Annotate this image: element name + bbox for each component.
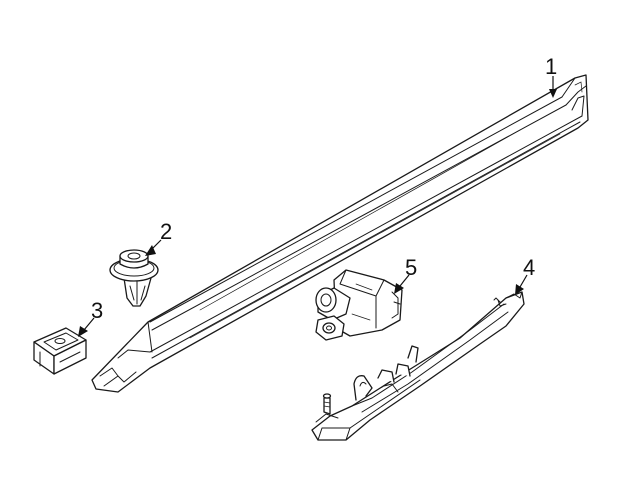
bracket-assembly-icon xyxy=(315,269,403,341)
push-pin-clip-icon xyxy=(109,249,159,307)
callout-3-leader xyxy=(83,317,95,331)
rocker-molding-icon xyxy=(91,74,589,393)
callout-3-arrowhead xyxy=(78,326,88,337)
square-clip-nut-icon xyxy=(33,327,87,375)
callout-2-number: 2 xyxy=(160,219,172,244)
callout-5-number: 5 xyxy=(405,255,417,280)
callout-2-arrowhead xyxy=(145,245,156,256)
callout-4-leader xyxy=(519,274,528,288)
callout-numbers: 1 2 3 4 5 xyxy=(91,54,557,323)
callout-4-arrowhead xyxy=(515,284,524,295)
callout-5-arrowhead xyxy=(394,283,404,294)
callout-leaders xyxy=(78,76,557,337)
callout-4-number: 4 xyxy=(523,255,535,280)
callout-1-arrowhead xyxy=(549,89,557,98)
mounting-bracket-icon xyxy=(311,291,525,441)
callout-3-number: 3 xyxy=(91,298,103,323)
callout-1-number: 1 xyxy=(545,54,557,79)
callout-5-leader xyxy=(399,274,410,287)
